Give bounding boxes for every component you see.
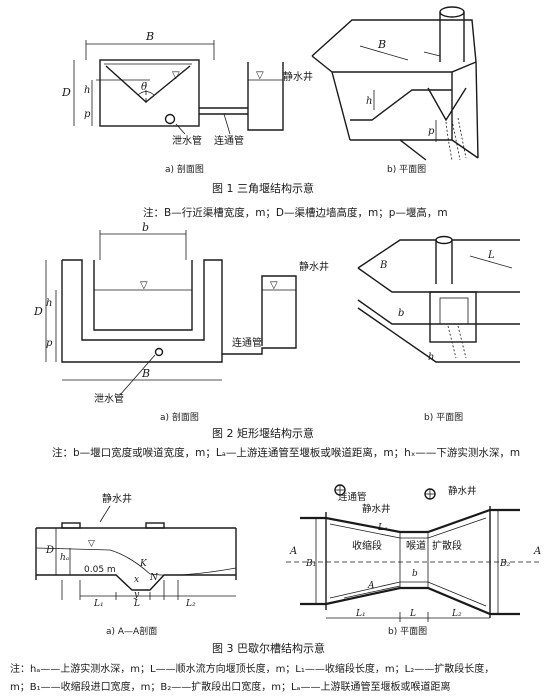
note-figure-1: 注：B—行近渠槽宽度，m；D—渠槽边墙高度，m；p—堰高，m [143,206,448,219]
label-depth-005: 0.05 m [84,565,116,575]
label-p-2: p [46,338,53,349]
drain-pipe-2 [154,347,164,357]
figure-3: 静水井 ▽ hₐ D 0.05 m K N x y L [10,484,541,693]
subcaption-3a: a) A—A剖面 [106,625,157,637]
figure-2: b ▽ ▽ 静水井 连通管 D h p B 泄水管 a) 剖面图 [33,221,520,459]
v-notch-plan [427,87,467,122]
label-h-2b: h [428,352,434,363]
note-figure-3-line1: 注：hₐ——上游实测水深，m；L——顺水流方向堰顶长度，m；L₁——收缩段长度，… [10,662,494,675]
label-B-2b: B [379,260,387,271]
label-b-2b: b [398,308,404,319]
label-D-2: D [33,305,43,318]
label-L2-3a: L₂ [185,599,196,609]
label-D: D [61,86,71,99]
label-b: b [142,221,149,234]
channel-section [61,260,297,363]
label-theta: θ [141,82,147,93]
label-stilling-well: 静水井 [283,70,313,83]
subcaption-3b: b) 平面图 [388,626,427,637]
figure-1: B θ ▽ D h p ▽ 静水井 [61,6,479,219]
label-drain-pipe-2: 泄水管 [94,392,124,405]
label-ha: hₐ [60,553,69,563]
svg-text:▽: ▽ [140,280,148,291]
label-K: K [139,559,148,569]
label-B1: B₁ [305,559,316,569]
label-h-2: h [46,298,52,309]
label-x: x [134,575,139,585]
note-figure-3-line2: m；B₁——收缩段进口宽度，m；B₂——扩散段出口宽度，m；Lₐ——上游联通管至… [10,680,450,693]
water-surface [35,547,237,576]
label-p-plan: p [428,126,435,137]
stilling-well-cylinder [439,6,465,18]
label-B-2: B [141,367,150,380]
label-connecting-pipe-2: 连通管 [232,336,262,349]
label-h: h [84,85,90,96]
label-La: Lₐ [377,523,387,533]
svg-text:▽: ▽ [88,539,95,549]
label-L-2b: L [487,250,495,261]
label-B2: B₂ [499,559,511,569]
label-N: N [149,573,159,583]
stilling-well [247,62,284,131]
channel-body [99,59,200,127]
figure-1b-perspective: B h p b) 平面图 [311,6,479,175]
label-contraction: 收缩段 [352,539,382,552]
rect-weir-plan [429,291,477,343]
svg-text:▽: ▽ [256,70,264,81]
label-L1-3a: L₁ [93,599,104,609]
caption-figure-3: 图 3 巴歇尔槽结构示意 [212,641,325,655]
caption-figure-1: 图 1 三角堰结构示意 [212,181,314,195]
figure-3a-section: 静水井 ▽ hₐ D 0.05 m K N x y L [35,492,237,637]
figure-2b-perspective: B L b h b) 平面图 [357,235,520,423]
label-y: y [133,590,140,600]
label-stilling-well-3b-left: 静水井 [362,503,391,515]
label-A-right: A [533,546,541,557]
note-figure-2: 注：b—堰口宽度或喉道宽度，m；Lₐ—上游连通管至堰板或喉道距离，m；hₓ——下… [52,446,520,459]
caption-figure-2: 图 2 矩形堰结构示意 [212,426,314,440]
figure-2a-section: b ▽ ▽ 静水井 连通管 D h p B 泄水管 a) 剖面图 [33,221,329,423]
label-throat: 喉道 [406,539,426,552]
label-drain-pipe: 泄水管 [172,134,202,147]
label-L1-3b: L₁ [355,609,366,619]
flume-lower-wall [300,586,520,616]
label-p: p [84,109,91,120]
label-h-plan: h [366,96,372,107]
drain-pipe [164,113,176,125]
flume-upper-wall [300,508,520,534]
label-L-3a: L [133,599,140,609]
label-A-left: A [289,546,297,557]
subcaption-1a: a) 剖面图 [165,163,204,175]
label-L-3b: L [409,609,416,619]
stilling-well-cylinder-2 [435,235,453,245]
label-B: B [145,30,154,43]
rect-weir-plate [93,260,193,331]
label-B-plan: B [377,38,386,51]
label-stilling-well-3: 静水井 [102,492,132,505]
label-L2-3b: L₂ [451,609,462,619]
label-stilling-well-2: 静水井 [299,260,329,273]
label-connecting-pipe: 连通管 [214,134,244,147]
label-stilling-well-3b-right: 静水井 [448,485,477,497]
svg-text:▽: ▽ [172,70,180,81]
figure-3b-plan: 连通管 静水井 静水井 A A 收缩段 喉道 扩散段 Lₐ [286,484,541,637]
subcaption-2b: b) 平面图 [424,412,463,423]
label-D-3: D [45,545,54,556]
figure-1a-section: B θ ▽ D h p ▽ 静水井 [61,30,313,175]
subcaption-1b: b) 平面图 [387,164,426,175]
svg-text:▽: ▽ [270,280,278,291]
subcaption-2a: a) 剖面图 [160,411,199,423]
label-expansion: 扩散段 [432,539,462,552]
label-connecting-pipe-3: 连通管 [338,491,367,503]
label-b-3b: b [412,569,418,579]
label-A-section: A [367,581,375,591]
